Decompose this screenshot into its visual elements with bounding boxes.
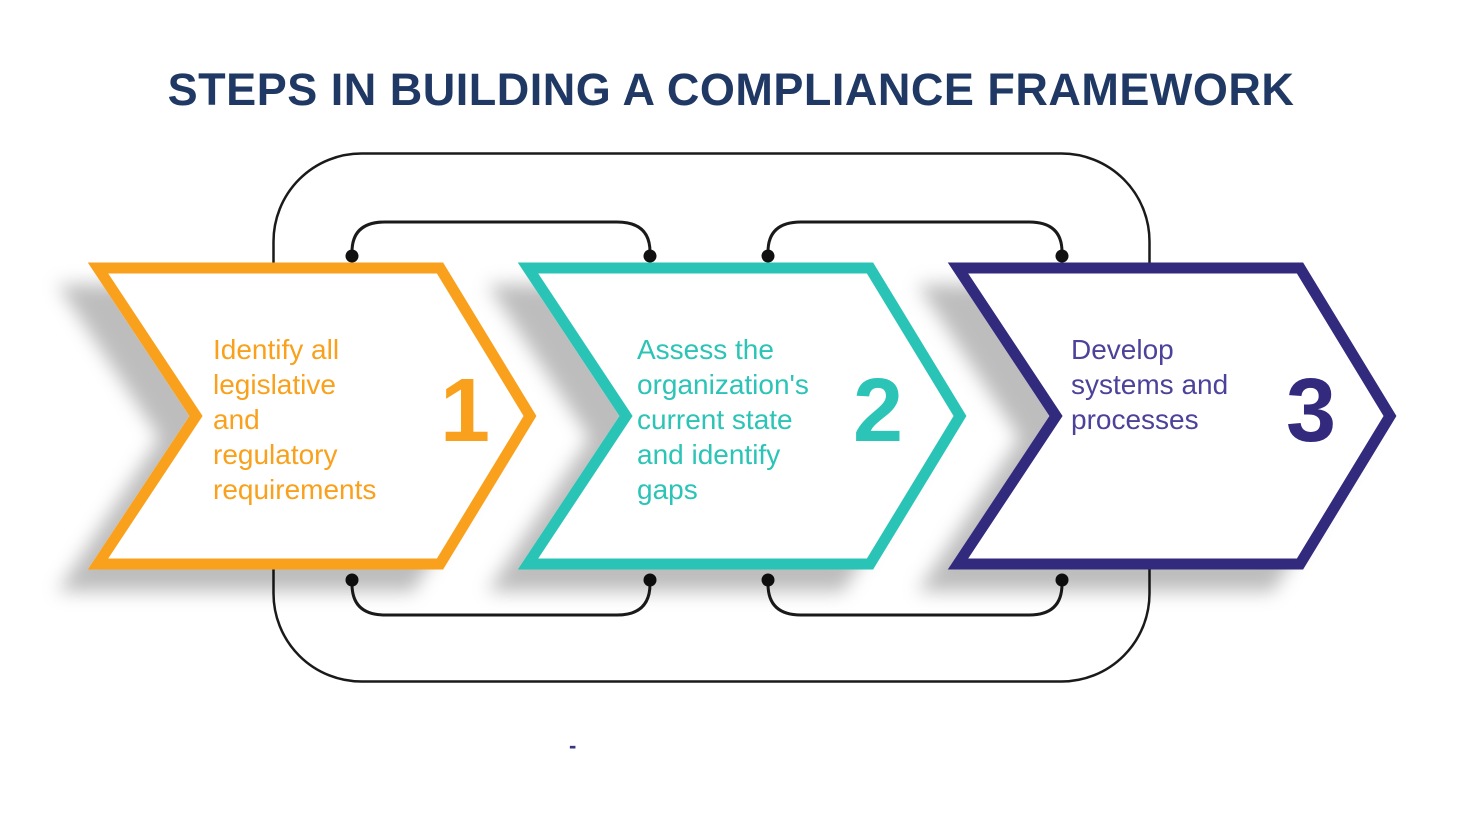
bottom-connector-1-2 xyxy=(345,573,657,617)
connector-dot xyxy=(1055,573,1069,587)
step-1-description: Identify all legislative and regulatory … xyxy=(213,334,377,505)
stray-dash-mark: - xyxy=(569,733,577,758)
step-1-number: 1 xyxy=(440,361,490,461)
connector-dot xyxy=(345,249,359,263)
top-connector-2-3 xyxy=(761,220,1069,263)
step-3-number: 3 xyxy=(1286,361,1336,461)
step-3-chevron xyxy=(947,262,1397,570)
step-2-description: Assess the organization's current state … xyxy=(637,334,809,505)
step-1-chevron xyxy=(87,262,537,570)
step-3-description: Develop systems and processes xyxy=(1071,334,1229,435)
connector-dot xyxy=(1055,249,1069,263)
top-connector-1-2 xyxy=(345,220,657,263)
bottom-connector-2-3 xyxy=(761,573,1069,617)
page-title: STEPS IN BUILDING A COMPLIANCE FRAMEWORK xyxy=(167,64,1295,115)
connector-dot xyxy=(345,573,359,587)
connector-dot xyxy=(761,573,775,587)
connector-dot xyxy=(643,249,657,263)
connector-dot xyxy=(761,249,775,263)
step-2-chevron xyxy=(517,262,967,570)
connector-dot xyxy=(643,573,657,587)
step-2-number: 2 xyxy=(853,361,903,461)
